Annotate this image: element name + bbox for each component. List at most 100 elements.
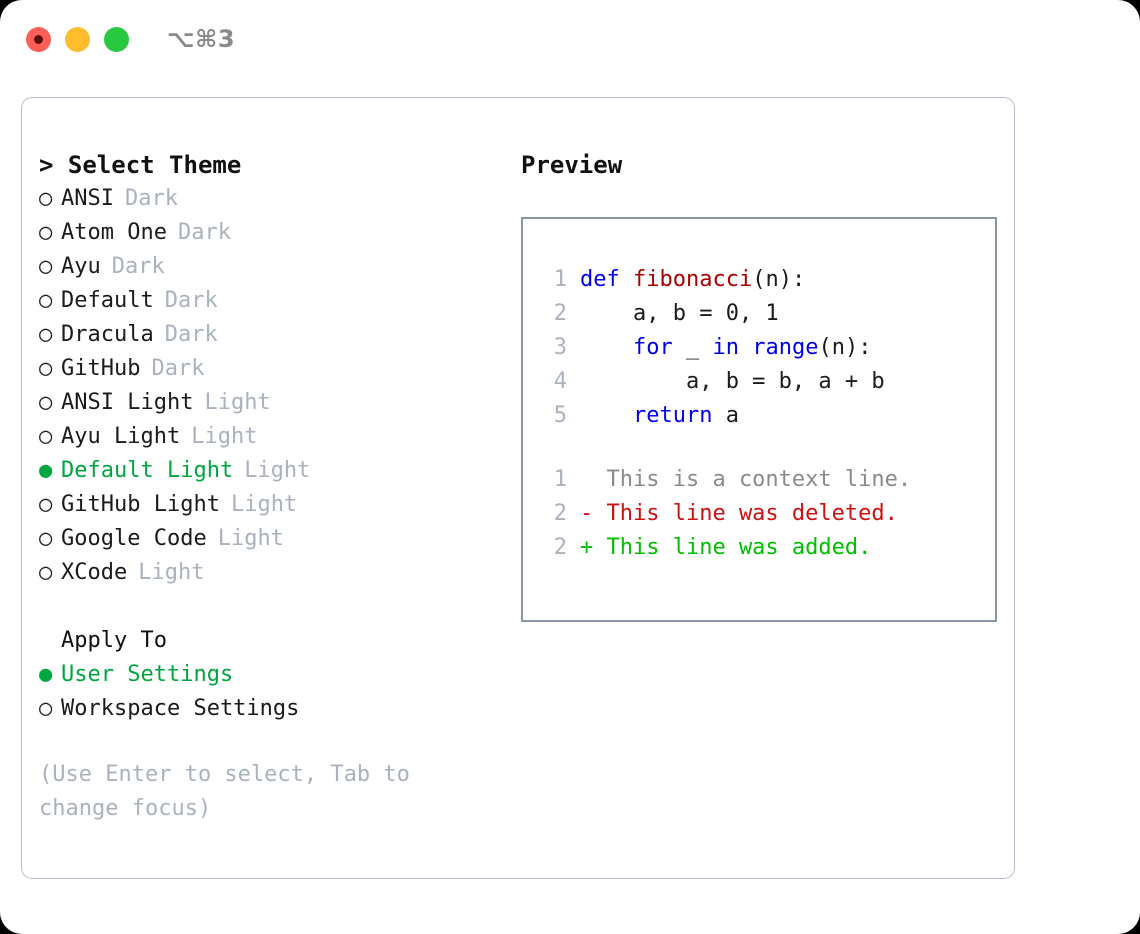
line-number: 1 bbox=[553, 467, 567, 492]
code-line: 5 return a bbox=[537, 399, 995, 433]
title-bar: ⌥⌘3 bbox=[0, 0, 1140, 78]
radio-icon: ○ bbox=[39, 696, 53, 721]
line-number: 2 bbox=[553, 301, 567, 326]
token-plain: _ bbox=[672, 335, 713, 360]
theme-list-item[interactable]: ○ ANSI Light Light bbox=[39, 386, 502, 420]
theme-name: Default bbox=[61, 288, 154, 313]
main-panel: > Select Theme ○ ANSI Dark ○ Atom One Da… bbox=[21, 97, 1015, 879]
radio-icon: ○ bbox=[39, 322, 53, 347]
code-line: 4 a, b = b, a + b bbox=[537, 365, 995, 399]
theme-name: XCode bbox=[61, 560, 128, 585]
theme-kind-badge: Light bbox=[204, 390, 271, 415]
token-keyword: return bbox=[632, 403, 713, 428]
theme-kind-badge: Dark bbox=[164, 322, 218, 347]
radio-icon: ○ bbox=[39, 356, 53, 381]
apply-to-heading: Apply To bbox=[61, 628, 167, 653]
theme-list-item[interactable]: ○ Default Dark bbox=[39, 284, 502, 318]
token-plain: a bbox=[712, 403, 739, 428]
radio-icon-selected: ● bbox=[39, 662, 53, 687]
preview-heading: Preview bbox=[521, 151, 623, 179]
theme-picker-column: > Select Theme ○ ANSI Dark ○ Atom One Da… bbox=[22, 98, 502, 878]
minimize-button[interactable] bbox=[65, 26, 90, 52]
theme-list-item[interactable]: ○ Ayu Light Light bbox=[39, 420, 502, 454]
select-theme-heading: > Select Theme bbox=[39, 151, 242, 179]
theme-kind-badge: Light bbox=[230, 492, 298, 517]
diff-line-added: 2 + This line was added. bbox=[537, 531, 995, 565]
code-text: for _ in range(n): bbox=[580, 331, 871, 365]
token-plain: a, b = 0, 1 bbox=[580, 301, 779, 326]
theme-name: Google Code bbox=[61, 526, 207, 551]
theme-name: Ayu Light bbox=[61, 424, 181, 449]
line-number: 1 bbox=[553, 267, 567, 292]
theme-name: ANSI bbox=[61, 186, 114, 211]
code-text: def fibonacci(n): bbox=[580, 263, 805, 297]
close-button[interactable] bbox=[26, 26, 51, 52]
line-number: 5 bbox=[553, 403, 567, 428]
theme-list-item[interactable]: ○ Atom One Dark bbox=[39, 216, 502, 250]
theme-kind-badge: Dark bbox=[164, 288, 218, 313]
theme-list-item[interactable]: ○ ANSI Dark bbox=[39, 182, 502, 216]
theme-kind-badge: Dark bbox=[177, 220, 231, 245]
diff-sample: 1 This is a context line. 2 - This line … bbox=[537, 463, 995, 565]
radio-icon: ○ bbox=[39, 186, 53, 211]
code-line: 3 for _ in range(n): bbox=[537, 331, 995, 365]
diff-text: - This line was deleted. bbox=[580, 501, 898, 526]
token-plain bbox=[580, 403, 633, 428]
radio-icon: ○ bbox=[39, 288, 53, 313]
theme-kind-badge: Dark bbox=[124, 186, 178, 211]
theme-list: ○ ANSI Dark ○ Atom One Dark ○ Ayu Dark bbox=[39, 182, 502, 590]
theme-list-item[interactable]: ○ GitHub Dark bbox=[39, 352, 502, 386]
zoom-button[interactable] bbox=[104, 26, 129, 52]
theme-name: Ayu bbox=[61, 254, 101, 279]
radio-icon: ○ bbox=[39, 560, 53, 585]
keyboard-hint-text: (Use Enter to select, Tab to change focu… bbox=[39, 762, 410, 821]
theme-kind-badge: Light bbox=[191, 424, 258, 449]
token-function: fibonacci bbox=[632, 267, 753, 292]
theme-list-item[interactable]: ○ Dracula Dark bbox=[39, 318, 502, 352]
theme-name: Atom One bbox=[61, 220, 167, 245]
theme-list-item[interactable]: ○ Ayu Dark bbox=[39, 250, 502, 284]
token-plain: a, b = b, a + b bbox=[580, 369, 885, 394]
theme-list-item[interactable]: ○ GitHub Light Light bbox=[39, 488, 502, 522]
keyboard-shortcut-label: ⌥⌘3 bbox=[167, 25, 236, 53]
diff-text: + This line was added. bbox=[580, 535, 872, 560]
diff-text: This is a context line. bbox=[580, 467, 912, 492]
diff-line-deleted: 2 - This line was deleted. bbox=[537, 497, 995, 531]
line-number: 3 bbox=[553, 335, 567, 360]
record-indicator-icon bbox=[34, 34, 43, 44]
theme-name: GitHub bbox=[61, 356, 141, 381]
radio-icon: ○ bbox=[39, 254, 53, 279]
apply-to-label: Workspace Settings bbox=[61, 696, 300, 721]
theme-name: Default Light bbox=[61, 458, 234, 483]
theme-list-item-selected[interactable]: ● Default Light Light bbox=[39, 454, 502, 488]
theme-list-item[interactable]: ○ XCode Light bbox=[39, 556, 502, 590]
radio-icon-selected: ● bbox=[39, 458, 53, 483]
code-line: 2 a, b = 0, 1 bbox=[537, 297, 995, 331]
diff-spacer bbox=[537, 433, 995, 463]
theme-name: GitHub Light bbox=[61, 492, 220, 517]
theme-name: ANSI Light bbox=[61, 390, 194, 415]
code-text: return a bbox=[580, 399, 739, 433]
preview-box: 1 def fibonacci(n): 2 a, b = 0, 1 3 for … bbox=[521, 217, 997, 622]
apply-to-list: ● User Settings ○ Workspace Settings bbox=[39, 658, 502, 726]
token-plain bbox=[580, 335, 633, 360]
diff-line-context: 1 This is a context line. bbox=[537, 463, 995, 497]
code-sample: 1 def fibonacci(n): 2 a, b = 0, 1 3 for … bbox=[537, 263, 995, 433]
theme-name: Dracula bbox=[61, 322, 154, 347]
radio-icon: ○ bbox=[39, 390, 53, 415]
radio-icon: ○ bbox=[39, 492, 53, 517]
theme-kind-badge: Light bbox=[138, 560, 205, 585]
apply-to-item-selected[interactable]: ● User Settings bbox=[39, 658, 502, 692]
theme-kind-badge: Light bbox=[217, 526, 284, 551]
list-spacer bbox=[39, 590, 502, 624]
radio-icon: ○ bbox=[39, 220, 53, 245]
line-number: 2 bbox=[553, 501, 567, 526]
theme-kind-badge: Dark bbox=[111, 254, 165, 279]
theme-list-item[interactable]: ○ Google Code Light bbox=[39, 522, 502, 556]
token-keyword: for bbox=[632, 335, 673, 360]
apply-to-item[interactable]: ○ Workspace Settings bbox=[39, 692, 502, 726]
theme-kind-badge: Light bbox=[244, 458, 311, 483]
radio-icon: ○ bbox=[39, 424, 53, 449]
code-text: a, b = 0, 1 bbox=[580, 297, 779, 331]
